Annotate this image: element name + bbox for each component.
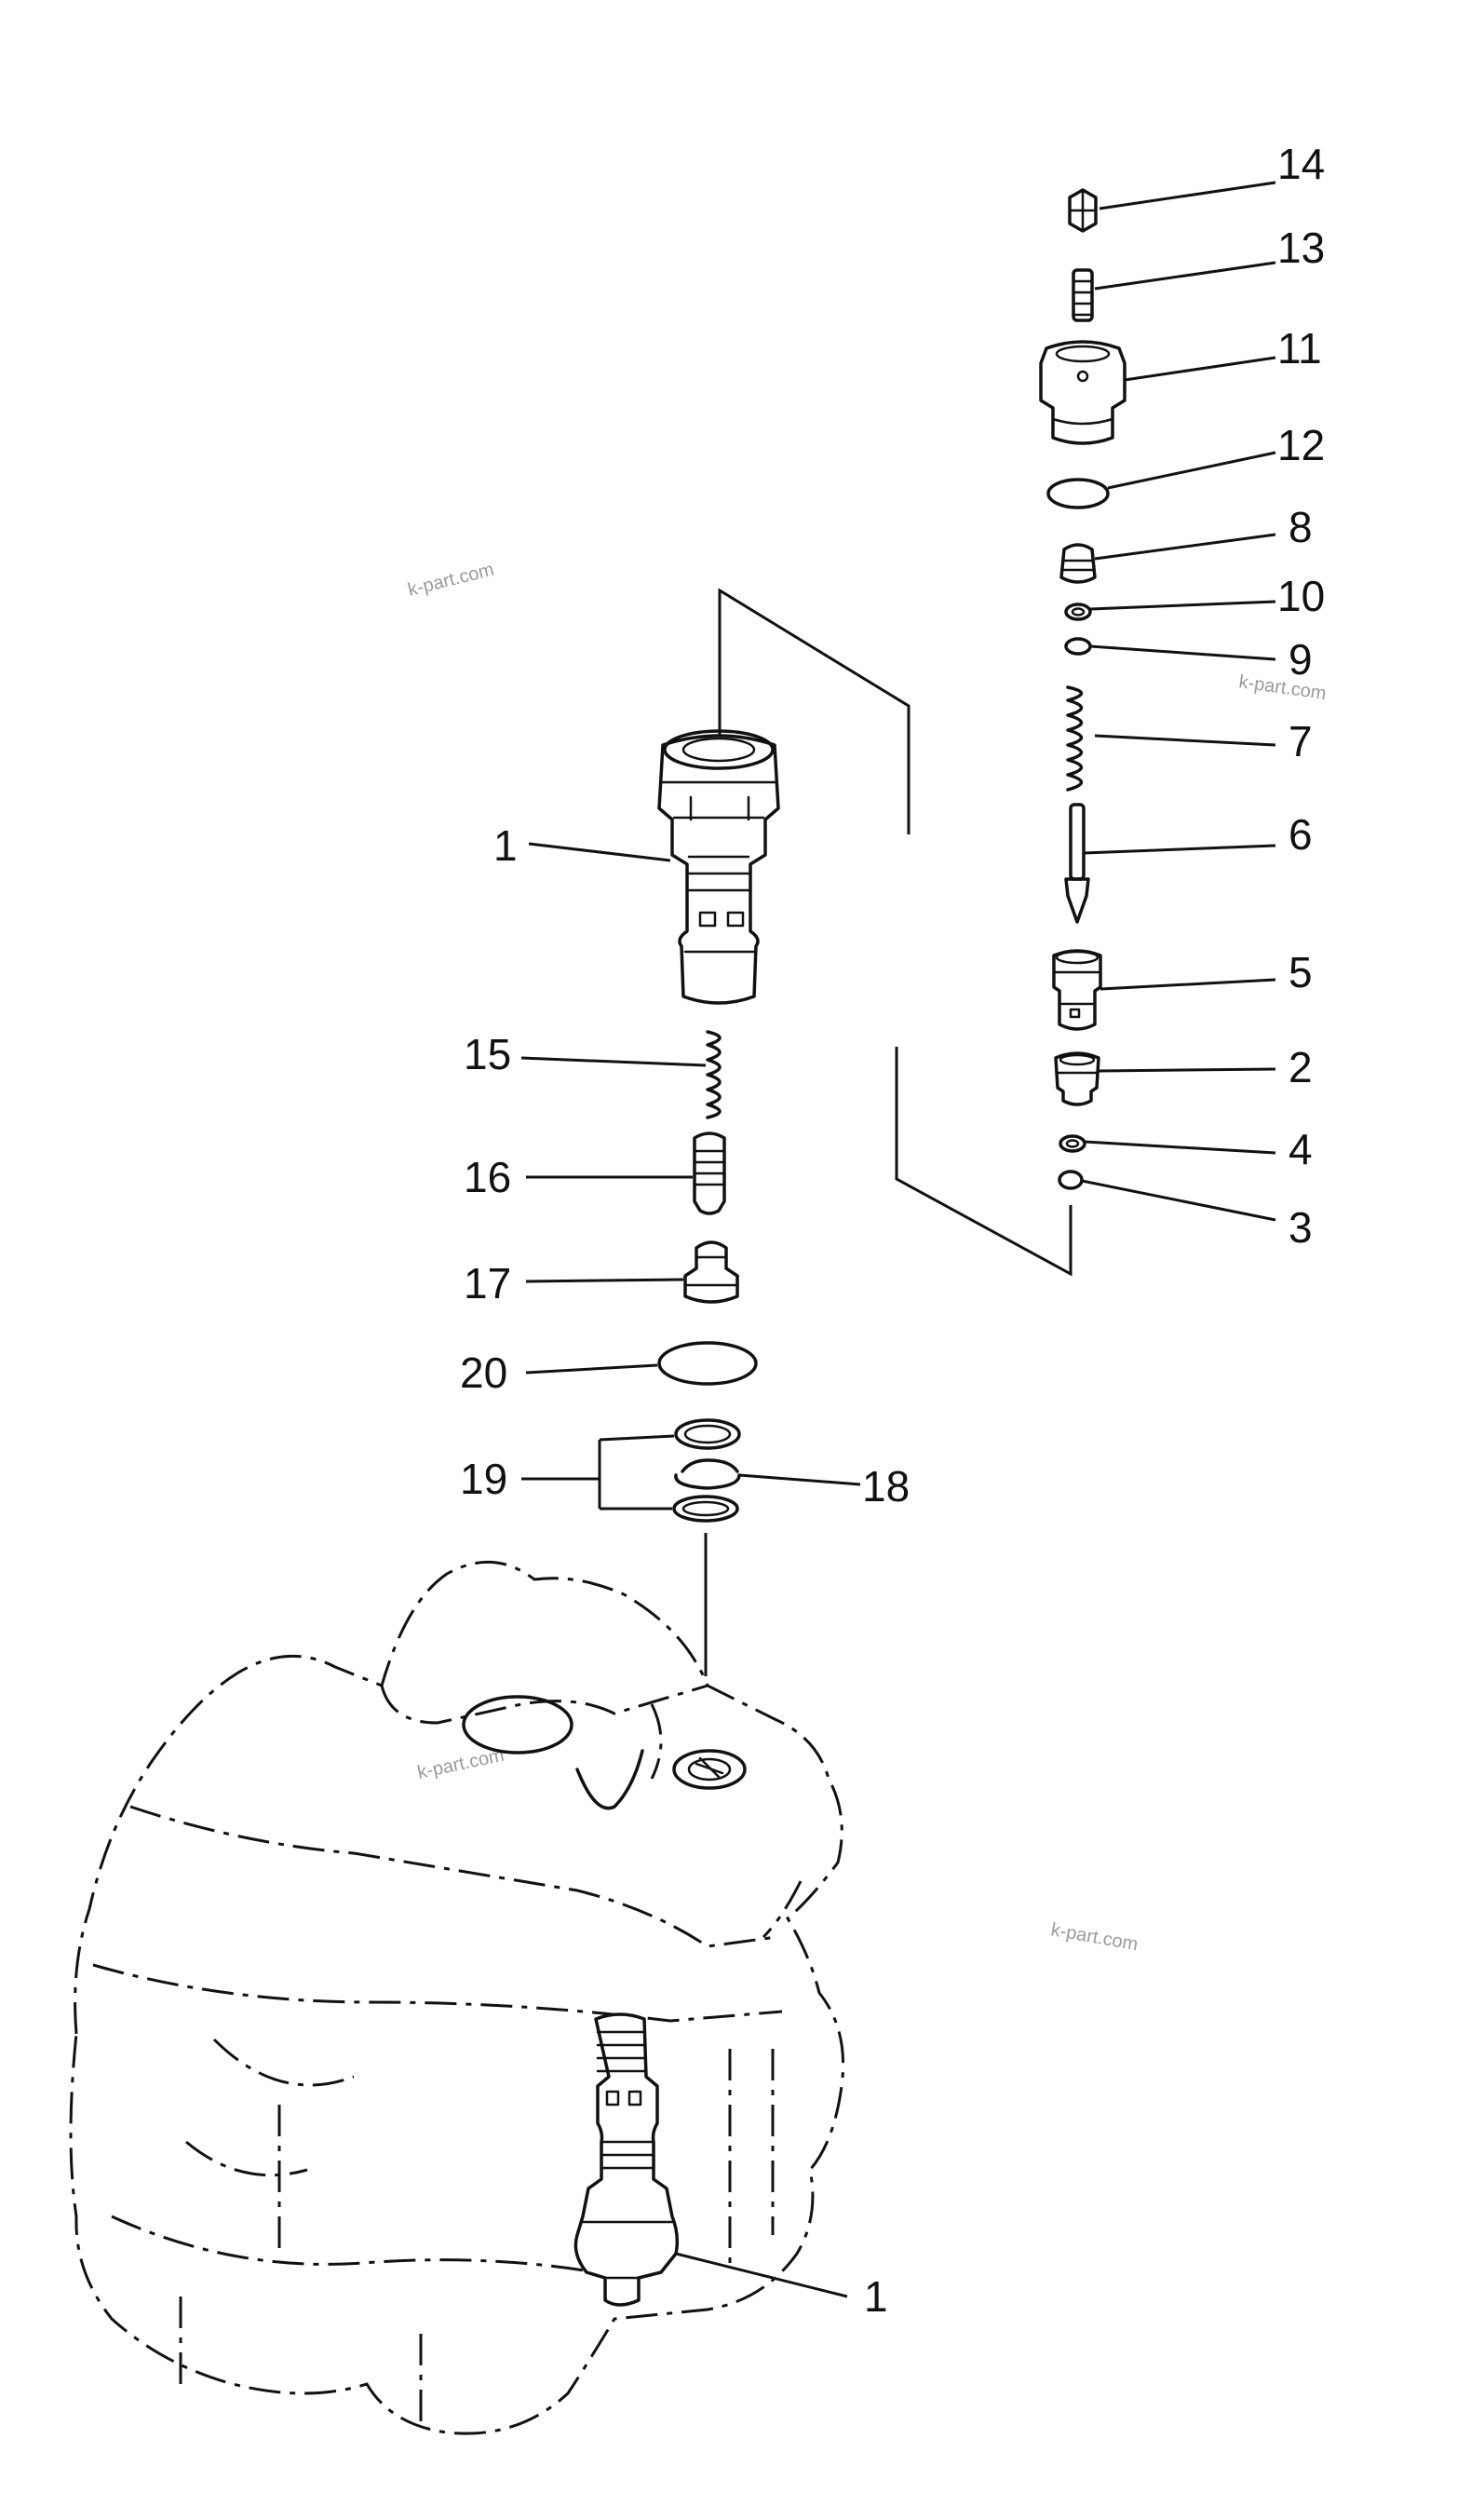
part-4-ring [1059, 1134, 1086, 1153]
part-9-ring [1064, 637, 1092, 656]
callout-7: 7 [1288, 717, 1313, 765]
part-1-valve-lower [573, 2012, 680, 2307]
part-7-spring [1066, 685, 1084, 792]
part-10-ring [1064, 603, 1092, 621]
callout-14: 14 [1277, 140, 1325, 188]
callout-4: 4 [1288, 1125, 1313, 1173]
part-8-seat [1059, 543, 1097, 584]
callout-10: 10 [1277, 572, 1325, 620]
callout-5: 5 [1288, 948, 1313, 996]
part-5-sleeve [1052, 949, 1102, 1031]
valve-housing [69, 1560, 845, 2435]
callout-9: 9 [1288, 635, 1313, 684]
part-6-poppet [1064, 803, 1090, 924]
leader-lines [520, 181, 1276, 2298]
callout-19: 19 [460, 1455, 507, 1503]
part-12-o-ring [1046, 478, 1110, 509]
watermark: k-part.com [406, 560, 496, 601]
part-17-plug [683, 1240, 739, 1304]
part-16-piston [693, 1131, 726, 1215]
part-14-nut [1068, 188, 1098, 233]
callout-labels: 14 13 11 12 8 10 9 7 6 5 2 4 3 1 15 16 1… [460, 140, 1325, 2321]
callout-13: 13 [1277, 224, 1325, 272]
callout-1-lower: 1 [864, 2272, 888, 2321]
callout-6: 6 [1288, 810, 1313, 859]
watermark: k-part.com [1049, 1919, 1140, 1955]
callout-1-upper: 1 [493, 821, 518, 870]
callout-16: 16 [464, 1153, 511, 1201]
callout-12: 12 [1277, 421, 1325, 469]
callout-2: 2 [1288, 1043, 1313, 1091]
part-3-ring [1058, 1170, 1084, 1190]
part-19-backup-ring-upper [674, 1418, 741, 1450]
callout-11: 11 [1277, 324, 1322, 373]
callout-18: 18 [862, 1462, 910, 1511]
part-11-cap [1039, 340, 1126, 445]
callout-20: 20 [460, 1348, 507, 1397]
part-2-piston [1054, 1051, 1100, 1106]
part-15-spring [706, 1030, 722, 1119]
callout-15: 15 [464, 1030, 511, 1078]
assembly-bracket-line-lower [895, 1047, 1073, 1277]
part-1-valve-upper [657, 729, 780, 1005]
part-18-snap-ring [674, 1458, 741, 1490]
assembly-bracket-line [718, 588, 911, 834]
callout-17: 17 [464, 1259, 511, 1307]
part-20-o-ring [657, 1341, 758, 1386]
callout-8: 8 [1288, 503, 1313, 551]
callout-3: 3 [1288, 1203, 1313, 1252]
watermark: k-part.com [1237, 671, 1328, 704]
part-19-backup-ring-lower [672, 1495, 739, 1523]
part-13-screw [1072, 268, 1094, 322]
